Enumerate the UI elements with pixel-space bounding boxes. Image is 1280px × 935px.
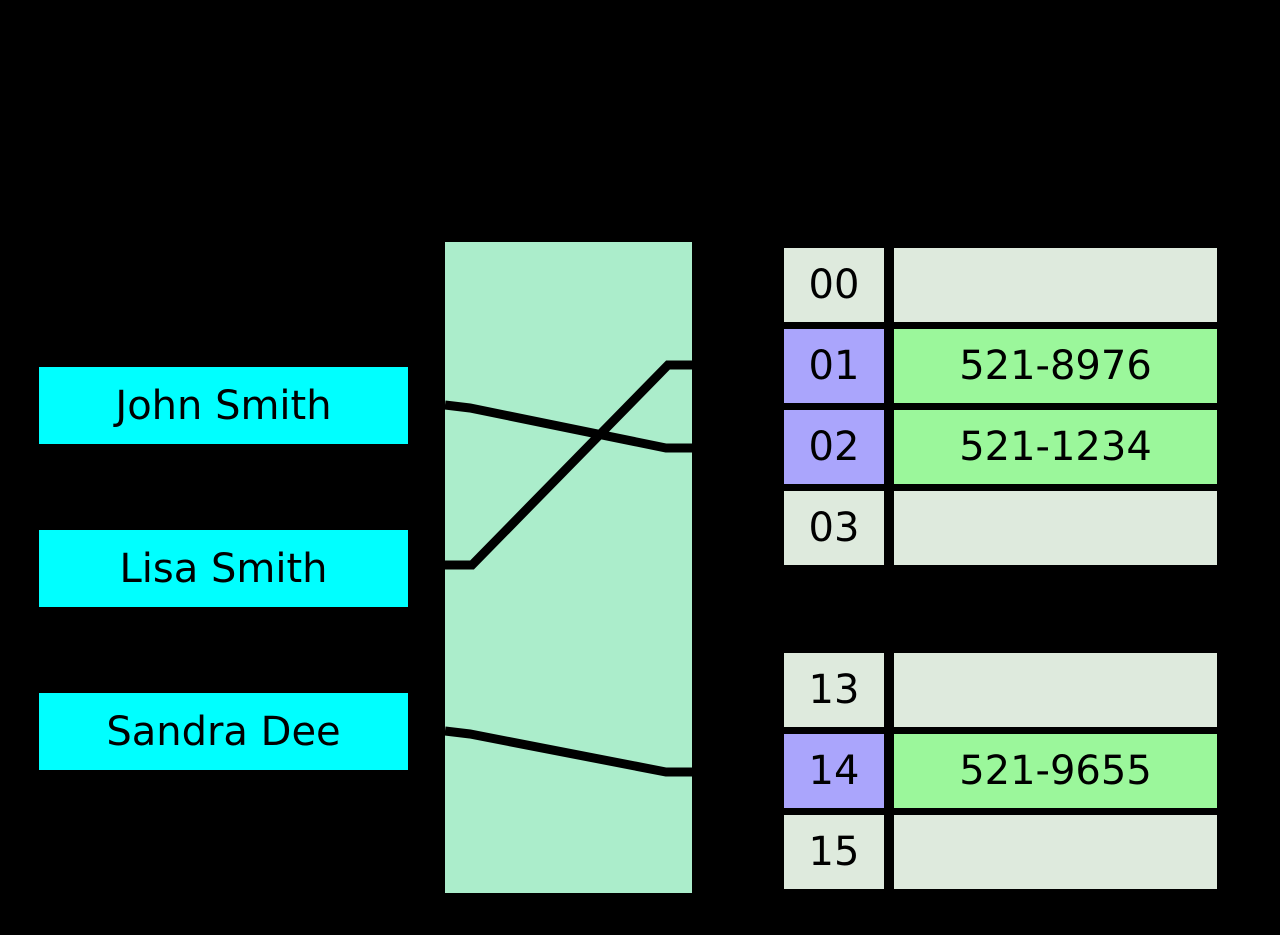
bucket-index-label: 02 (808, 424, 860, 470)
bucket-index-cell[interactable]: 13 (784, 653, 884, 727)
bucket-index-cell[interactable]: 01 (784, 329, 884, 403)
bucket-value-cell[interactable]: 521-1234 (894, 410, 1217, 484)
bucket-index-label: 03 (808, 505, 860, 551)
bucket-value-cell[interactable] (894, 653, 1217, 727)
bucket-index-label: 15 (808, 829, 860, 875)
bucket-value-label: 521-1234 (959, 424, 1152, 470)
bucket-index-cell[interactable]: 14 (784, 734, 884, 808)
bucket-value-label: 521-8976 (959, 343, 1152, 389)
bucket-value-cell[interactable]: 521-8976 (894, 329, 1217, 403)
bucket-index-label: 14 (808, 748, 860, 794)
key-label: Sandra Dee (106, 708, 341, 755)
bucket-index-cell[interactable]: 02 (784, 410, 884, 484)
bucket-index-cell[interactable]: 03 (784, 491, 884, 565)
bucket-index-label: 01 (808, 343, 860, 389)
bucket-value-cell[interactable] (894, 815, 1217, 889)
bucket-table-top: 00 01 521-8976 02 521-1234 03 (784, 248, 1217, 566)
bucket-index-label: 13 (808, 667, 860, 713)
bucket-value-cell[interactable] (894, 248, 1217, 322)
bucket-index-cell[interactable]: 15 (784, 815, 884, 889)
bucket-value-cell[interactable] (894, 491, 1217, 565)
key-box-john-smith[interactable]: John Smith (39, 367, 408, 444)
key-label: Lisa Smith (119, 545, 328, 592)
key-label: John Smith (115, 382, 332, 429)
bucket-index-cell[interactable]: 00 (784, 248, 884, 322)
bucket-table-bottom: 13 14 521-9655 15 (784, 653, 1217, 891)
key-box-sandra-dee[interactable]: Sandra Dee (39, 693, 408, 770)
bucket-value-label: 521-9655 (959, 748, 1152, 794)
hash-function-box (445, 242, 692, 893)
bucket-value-cell[interactable]: 521-9655 (894, 734, 1217, 808)
key-box-lisa-smith[interactable]: Lisa Smith (39, 530, 408, 607)
bucket-index-label: 00 (808, 262, 860, 308)
